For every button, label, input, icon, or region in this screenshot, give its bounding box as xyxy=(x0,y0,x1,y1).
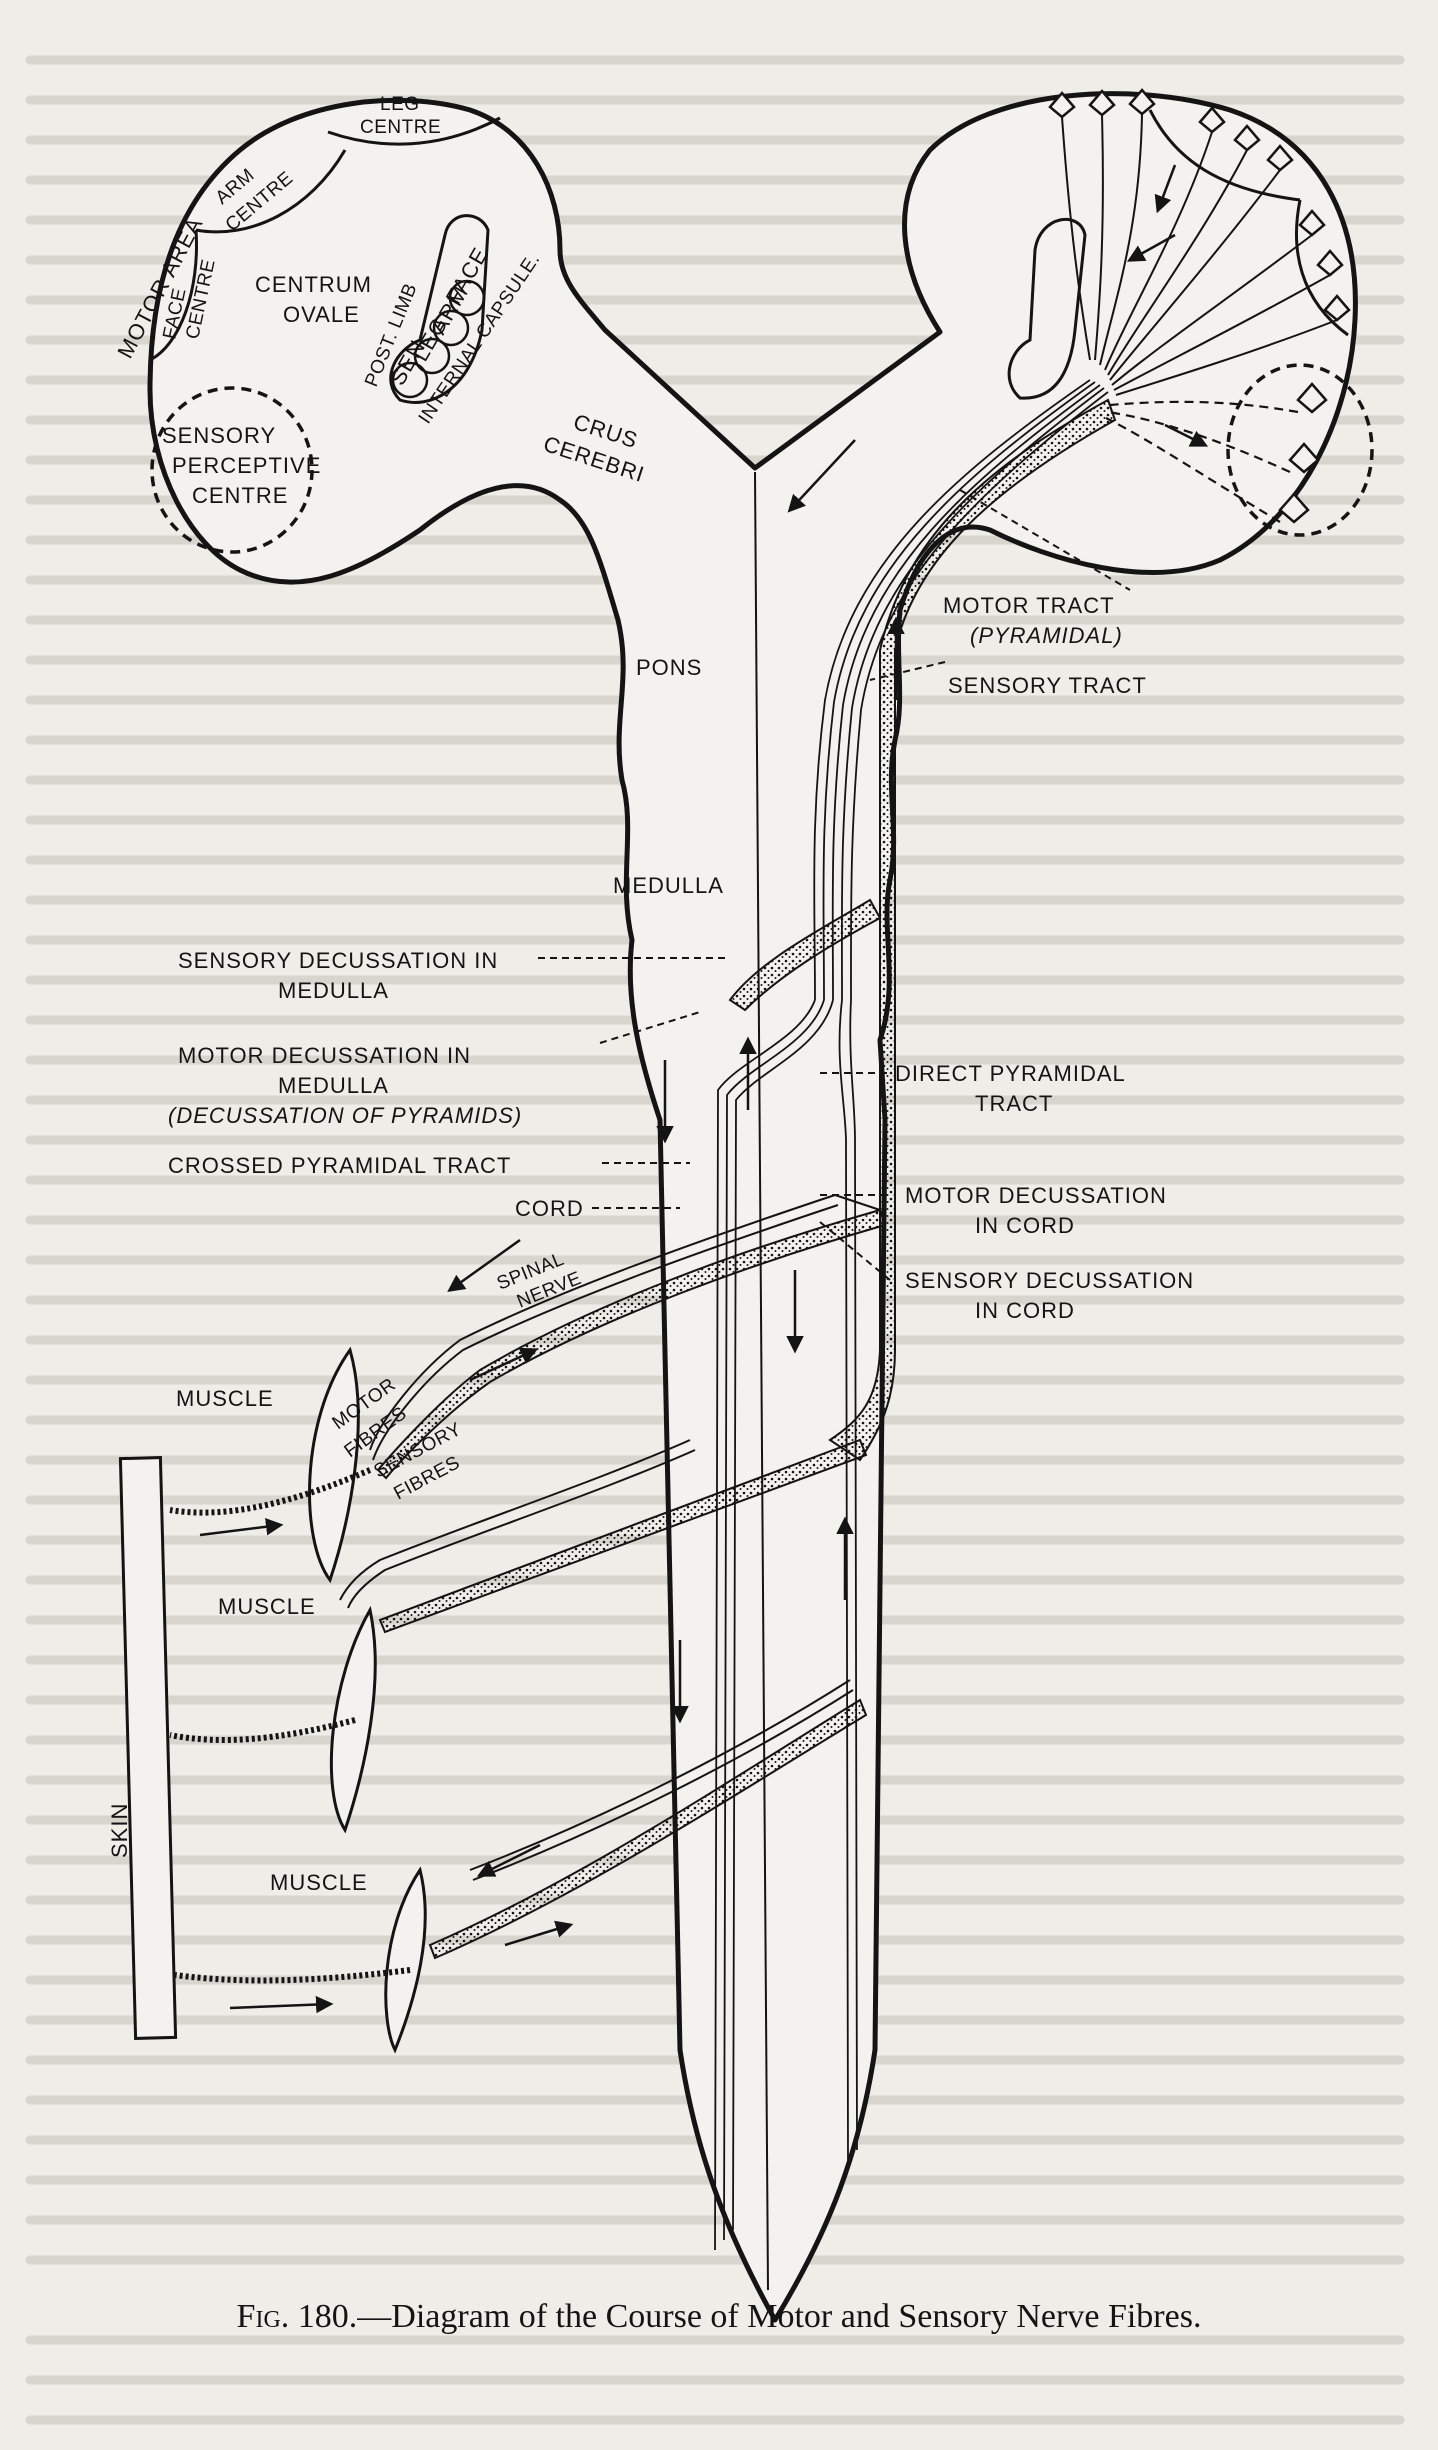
leader-lines xyxy=(538,489,1131,1281)
label-medulla: MEDULLA xyxy=(613,873,724,898)
sensory-decussation-medulla-band xyxy=(728,898,882,1012)
label-motor-decussation-medulla-1: MOTOR DECUSSATION IN xyxy=(178,1043,471,1068)
label-motor-tract: MOTOR TRACT xyxy=(943,593,1115,618)
brain-and-cord-outline xyxy=(147,91,1358,2323)
label-sensory-decussation-medulla-2: MEDULLA xyxy=(278,978,389,1003)
muscle-3 xyxy=(384,1866,427,2054)
motor-cortex-fibres xyxy=(1061,113,1338,396)
label-direct-pyramidal-tract-1: DIRECT PYRAMIDAL xyxy=(895,1061,1126,1086)
skin-sensory-fibres xyxy=(169,1467,411,1984)
capsule-leg xyxy=(413,337,451,375)
label-centrum-ovale-2: OVALE xyxy=(283,302,360,327)
sensory-perceptive-centre-area xyxy=(150,386,314,554)
spinal-nerve-level-1 xyxy=(369,1194,887,1480)
label-crossed-pyramidal-tract: CROSSED PYRAMIDAL TRACT xyxy=(168,1153,511,1178)
label-sensory-decussation-medulla-1: SENSORY DECUSSATION IN xyxy=(178,948,498,973)
label-motor-decussation-cord-2: IN CORD xyxy=(975,1213,1075,1238)
internal-capsule xyxy=(389,214,490,404)
label-sensory-perceptive-1: SENSORY xyxy=(162,423,276,448)
label-skin: SKIN xyxy=(107,1803,132,1858)
motor-tract-fibres xyxy=(813,379,1109,1001)
right-sensory-area xyxy=(1226,363,1374,537)
label-leg-centre-1: LEG xyxy=(380,94,420,115)
muscle-1 xyxy=(308,1346,360,1584)
label-sensory-perceptive-2: PERCEPTIVE xyxy=(172,453,321,478)
label-motor-decussation-medulla-3: (DECUSSATION OF PYRAMIDS) xyxy=(168,1103,522,1128)
spinal-nerve-level-2 xyxy=(339,1438,868,1634)
skin-strip xyxy=(118,1456,178,2040)
cord-midline xyxy=(754,471,769,2291)
figure-caption-text: —Diagram of the Course of Motor and Sens… xyxy=(357,2298,1202,2335)
label-pyramidal: (PYRAMIDAL) xyxy=(970,623,1123,648)
label-muscle-3: MUSCLE xyxy=(270,1870,368,1895)
pyramidal-cells xyxy=(1048,88,1351,524)
label-motor-decussation-cord-1: MOTOR DECUSSATION xyxy=(905,1183,1167,1208)
label-centrum-ovale-1: CENTRUM xyxy=(255,272,372,297)
figure-number: Fig. 180. xyxy=(236,2298,358,2335)
spinal-nerve-level-3 xyxy=(428,1679,868,1960)
label-sensory-decussation-cord-1: SENSORY DECUSSATION xyxy=(905,1268,1194,1293)
right-leg-area-boundary xyxy=(1148,109,1301,202)
direction-arrows xyxy=(199,164,1209,2014)
label-direct-pyramidal-tract-2: TRACT xyxy=(975,1091,1053,1116)
face-centre-boundary xyxy=(149,229,199,362)
capsule-sen xyxy=(391,361,429,399)
arm-centre-boundary xyxy=(195,149,347,234)
label-pons: PONS xyxy=(636,655,702,680)
capsule-face xyxy=(448,279,486,317)
label-muscle-1: MUSCLE xyxy=(176,1386,274,1411)
leg-centre-boundary xyxy=(327,116,501,146)
right-internal-capsule xyxy=(1007,218,1087,400)
pyramidal-decussation xyxy=(714,999,858,2251)
figure-caption: Fig. 180.—Diagram of the Course of Motor… xyxy=(0,2298,1438,2336)
label-sensory-perceptive-3: CENTRE xyxy=(192,483,288,508)
capsule-arm xyxy=(432,309,470,347)
label-muscle-2: MUSCLE xyxy=(218,1594,316,1619)
label-leg-centre-2: CENTRE xyxy=(360,117,441,138)
label-motor-decussation-medulla-2: MEDULLA xyxy=(278,1073,389,1098)
label-cord: CORD xyxy=(515,1196,584,1221)
label-sensory-tract: SENSORY TRACT xyxy=(948,673,1147,698)
label-sensory-decussation-cord-2: IN CORD xyxy=(975,1298,1075,1323)
